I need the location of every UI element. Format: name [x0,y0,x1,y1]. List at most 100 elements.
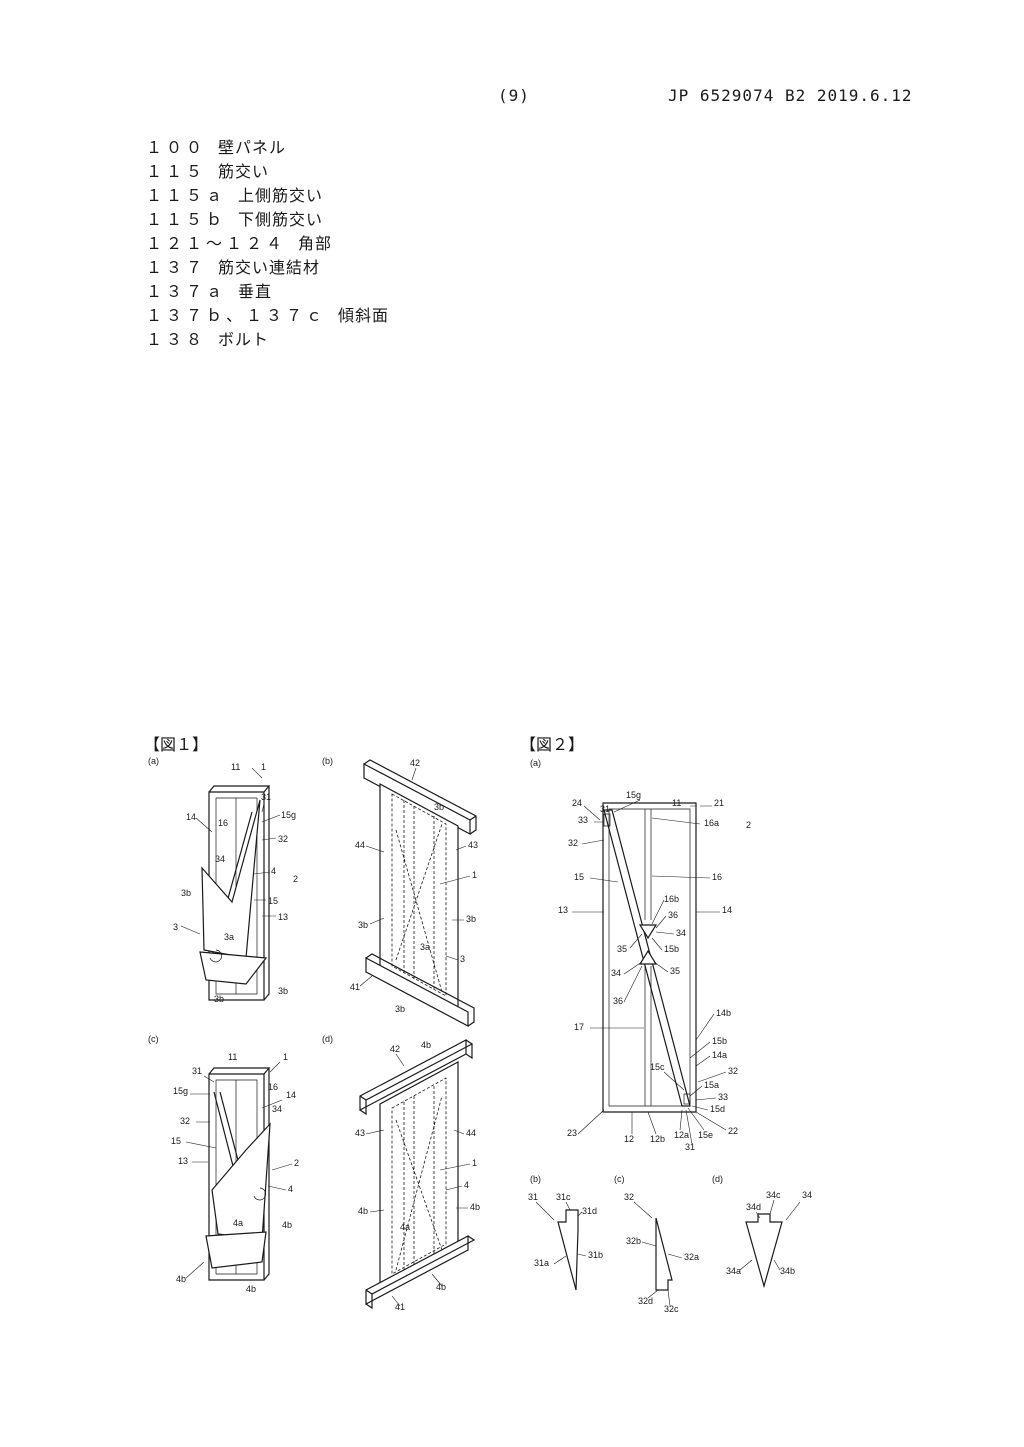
fig2a-label-12a: 12a [674,1130,689,1140]
fig2a-label-31-top: 31 [600,804,610,814]
fig1d-label-4b-3: 4b [470,1202,480,1212]
symbol-number: １３７ [146,258,207,277]
fig2d-label-34a: 34a [726,1266,741,1276]
fig1b-label-3: 3 [460,954,465,964]
fig2c-sublabel: (c) [614,1174,625,1184]
symbol-name: ボルト [218,330,270,349]
fig2b-sublabel: (b) [530,1174,541,1184]
fig2a-label-2: 2 [746,820,751,830]
fig2a-label-11: 11 [672,798,681,808]
fig2a-label-14b: 14b [716,1008,731,1018]
fig1b-label-3a: 3a [420,942,430,952]
fig1a-label-3b-3: 3b [214,994,224,1004]
fig2a-label-34-left: 34 [611,968,621,978]
fig1a-leader-lines [180,767,281,935]
fig1d-label-4b-1: 4b [421,1040,431,1050]
fig1a-label-1: 1 [261,762,266,772]
symbol-number: １１５ [146,162,207,181]
fig1c-label-13: 13 [178,1156,188,1166]
fig1d-label-4: 4 [464,1180,469,1190]
fig2a-connector-lower [638,949,658,965]
symbol-name: 傾斜面 [338,306,390,325]
fig1b-bottom-plate-depth [365,953,475,1027]
fig2a-label-32-top: 32 [568,838,578,848]
fig1a-rotation-arrow [209,949,222,963]
fig2a-label-15c: 15c [650,1062,665,1072]
fig1b-leader-lines [359,767,471,987]
figure-2a-drawing: (a) 24 31 15g 11 21 33 16a 2 32 15 16 13… [530,758,751,1152]
fig2a-sublabel: (a) [530,758,541,768]
fig2a-label-16b: 16b [664,894,679,904]
fig2d-label-34: 34 [802,1190,812,1200]
fig1c-label-15: 15 [171,1136,181,1146]
fig2a-center-stud [644,809,652,1106]
fig2c-leader-lines [633,1201,683,1307]
symbol-name: 筋交い連結材 [218,258,321,277]
fig1d-top-plate-depth [359,1039,474,1116]
fig2a-label-24: 24 [572,798,582,808]
figure-2d-drawing: (d) 34 34d 34c 34a 34b [712,1174,812,1289]
symbol-row: １３８ ボルト [146,326,389,350]
fig1a-label-15g: 15g [281,810,296,820]
fig2a-label-12b: 12b [650,1134,665,1144]
symbol-row: １１５ 筋交い [146,158,389,182]
fig2a-label-14: 14 [722,905,732,915]
fig1d-sublabel: (d) [322,1034,333,1044]
fig1a-label-15: 15 [268,896,278,906]
symbol-number: １３８ [146,330,207,349]
fig1c-label-34: 34 [272,1104,282,1114]
fig1d-leader-lines [365,1053,471,1307]
figure-2b-drawing: (b) 31 31c 31d 31a 31b [528,1174,603,1291]
fig1d-label-44: 44 [466,1128,476,1138]
fig2a-label-36-low: 36 [613,996,623,1006]
fig1c-label-11: 11 [228,1052,237,1062]
figure-1b-drawing: (b) 42 3b 44 43 1 3b 3b 3a 3 41 3b [322,756,478,1027]
fig1c-label-4: 4 [288,1184,293,1194]
fig2a-label-15g: 15g [626,790,641,800]
fig1a-label-11: 11 [231,762,240,772]
fig2a-label-16a: 16a [704,818,719,828]
fig2c-wedge-shape [655,1217,673,1291]
fig2d-label-34d: 34d [746,1202,761,1212]
symbol-number: １１５ａ [146,186,227,205]
symbol-name: 壁パネル [218,138,287,157]
symbol-name: 下側筋交い [238,210,324,229]
fig1d-label-4b-4: 4b [436,1282,446,1292]
patent-id: JP 6529074 B2 2019.6.12 [668,86,913,105]
fig1d-label-4b-2: 4b [358,1206,368,1216]
fig1a-label-31: 31 [261,792,271,802]
fig1c-label-16: 16 [268,1082,278,1092]
fig1b-label-3b-1: 3b [434,802,444,812]
fig1d-hidden-lines [391,1077,447,1275]
fig2a-label-31-low: 31 [685,1142,695,1152]
fig1c-label-4b-1: 4b [282,1220,292,1230]
fig2a-label-12: 12 [624,1134,634,1144]
fig2b-leader-lines [535,1201,587,1265]
fig2b-wedge-shape [557,1209,579,1291]
fig2b-label-31c: 31c [556,1192,571,1202]
fig1b-label-3b-2: 3b [358,920,368,930]
fig1b-label-3b-3: 3b [466,914,476,924]
fig1b-sublabel: (b) [322,756,333,766]
fig2a-label-17: 17 [574,1022,584,1032]
fig1a-label-16: 16 [218,818,228,828]
symbol-number: １３７ａ [146,282,227,301]
fig1d-label-4a: 4a [400,1222,410,1232]
fig2d-leader-lines [739,1199,801,1271]
fig2c-label-32c: 32c [664,1304,679,1314]
fig1d-label-43: 43 [355,1128,365,1138]
symbol-number: １２１～１２４ [146,234,287,253]
fig2b-label-31d: 31d [582,1206,597,1216]
figure-2c-drawing: (c) 32 32b 32a 32d 32c [614,1174,699,1314]
fig2a-label-13: 13 [558,905,568,915]
fig2a-label-34-top: 34 [676,928,686,938]
fig1a-label-2: 2 [293,874,298,884]
fig2a-label-33-top: 33 [578,815,588,825]
fig2a-label-33-low: 33 [718,1092,728,1102]
symbol-name: 筋交い [218,162,270,181]
